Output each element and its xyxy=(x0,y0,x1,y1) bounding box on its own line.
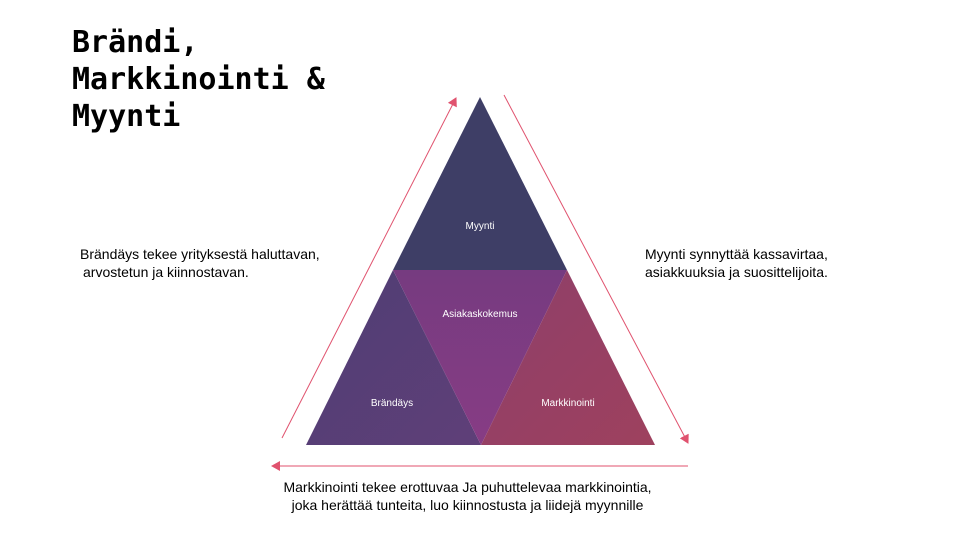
arrow-left-up xyxy=(281,97,457,439)
note-marketing: Markkinointi tekee erottuvaa Ja puhuttel… xyxy=(0,478,935,514)
title-line-3: Myynti xyxy=(72,99,181,134)
note-sales-line-2: asiakkuuksia ja suosittelijoita. xyxy=(645,264,828,280)
note-marketing-line-1: Markkinointi tekee erottuvaa Ja puhuttel… xyxy=(283,479,652,495)
note-branding-line-2: arvostetun ja kiinnostavan. xyxy=(83,264,249,280)
note-branding: Brändäys tekee yrityksestä haluttavan, a… xyxy=(80,245,320,281)
note-sales: Myynti synnyttää kassavirtaa, asiakkuuks… xyxy=(645,245,828,281)
label-asiakaskokemus: Asiakaskokemus xyxy=(442,309,517,320)
label-markkinointi: Markkinointi xyxy=(541,398,594,409)
pyramid-segment-top xyxy=(393,97,567,270)
pyramid-segment-center xyxy=(393,270,567,445)
page-title: Brändi, Markkinointi & Myynti xyxy=(72,24,325,135)
title-line-2: Markkinointi & xyxy=(72,62,325,97)
arrow-right-down xyxy=(503,94,689,444)
label-myynti: Myynti xyxy=(466,221,495,232)
pyramid-segment-left xyxy=(306,270,481,445)
note-sales-line-1: Myynti synnyttää kassavirtaa, xyxy=(645,246,828,262)
note-branding-line-1: Brändäys tekee yrityksestä haluttavan, xyxy=(80,246,320,262)
title-line-1: Brändi, xyxy=(72,25,199,60)
pyramid-segment-right xyxy=(481,270,655,445)
label-brandays: Brändäys xyxy=(371,398,413,409)
note-marketing-line-2: joka herättää tunteita, luo kiinnostusta… xyxy=(291,497,644,513)
